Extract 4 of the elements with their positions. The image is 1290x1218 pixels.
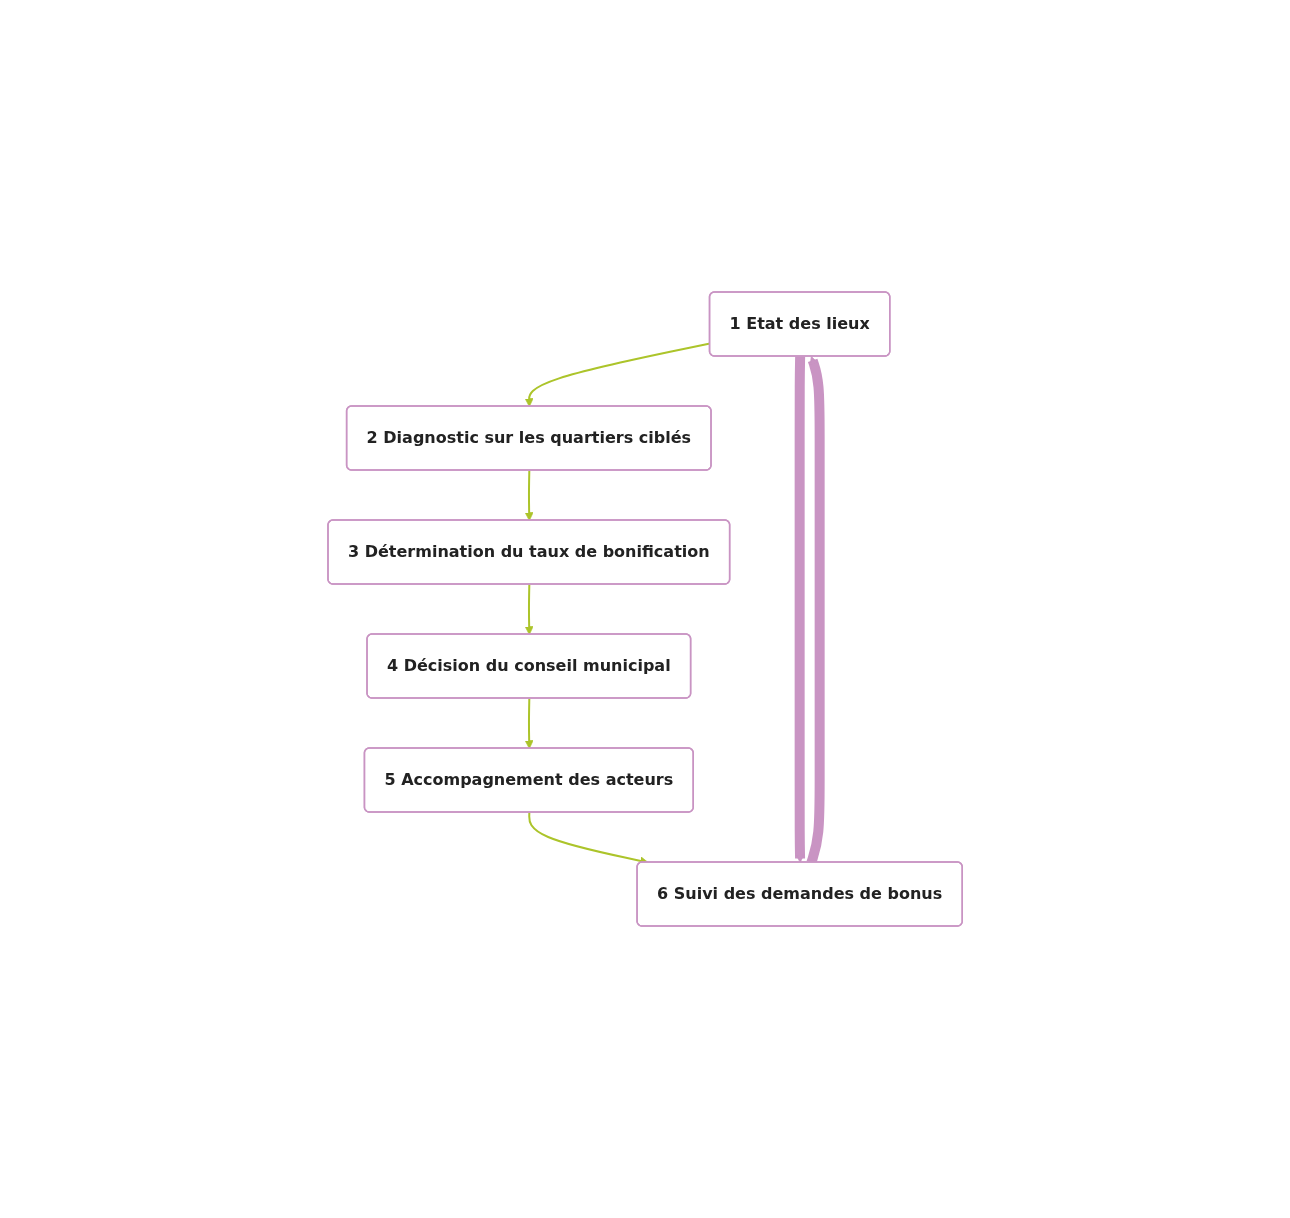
arrow [524, 583, 534, 635]
arrow [794, 355, 806, 863]
arrow [524, 469, 534, 521]
arrow [524, 697, 534, 749]
